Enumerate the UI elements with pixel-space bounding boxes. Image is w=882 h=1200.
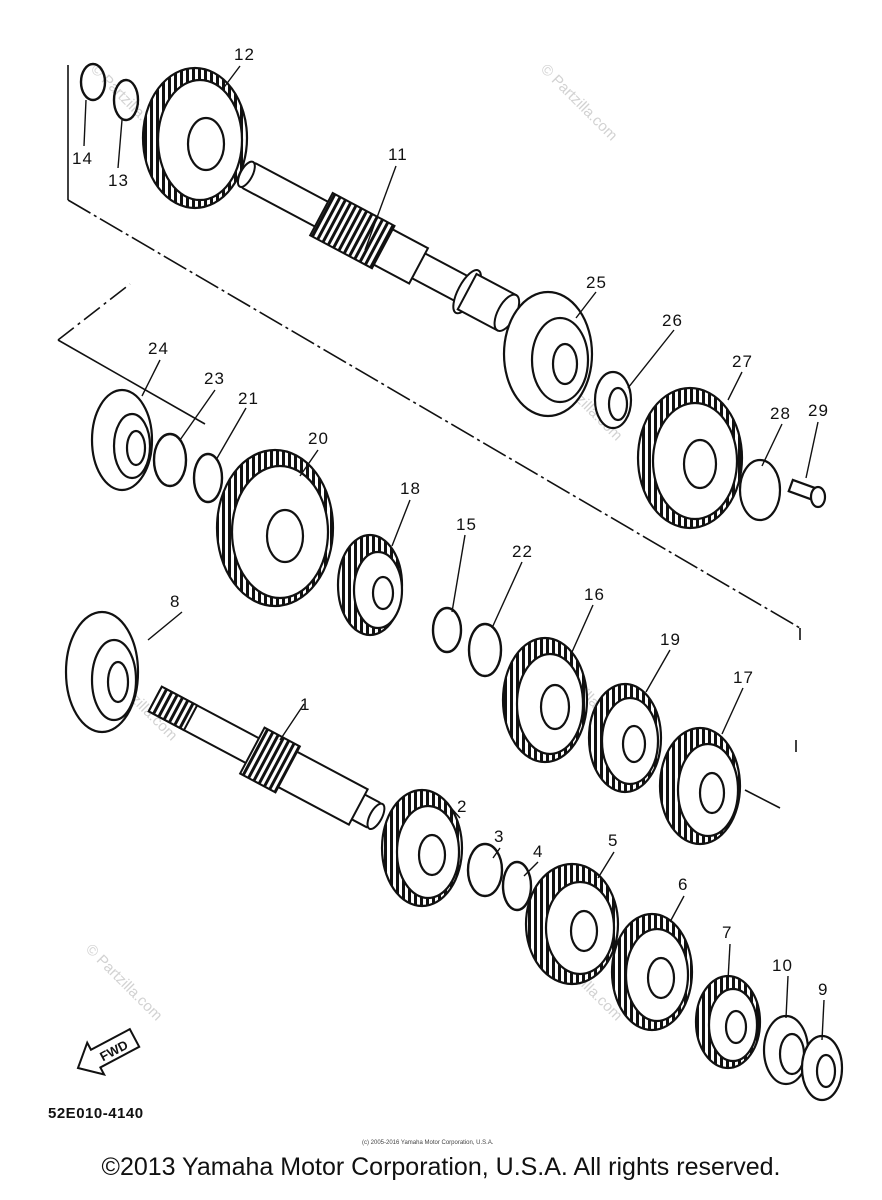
callout-4: 4 [533,842,543,861]
bearings [64,290,844,1102]
callout-15: 15 [456,515,477,534]
callout-14: 14 [72,149,93,168]
callout-26: 26 [662,311,683,330]
callout-20: 20 [308,429,329,448]
part-14-circlip [79,62,107,102]
part-18-gear [336,533,404,637]
part-28-lock-washer [738,458,782,522]
callout-10: 10 [772,956,793,975]
callout-24: 24 [148,339,169,358]
part-13-washer [112,78,140,122]
part-12-gear [141,66,249,210]
callout-5: 5 [608,831,618,850]
callout-27: 27 [732,352,753,371]
part-24-bearing [90,388,154,492]
callout-8: 8 [170,592,180,611]
washers-and-circlips [79,62,533,912]
small-copyright: (c) 2005-2016 Yamaha Motor Corporation, … [362,1140,494,1146]
main-axle [147,685,386,831]
leader-lines [83,65,825,1041]
part-23-circlip [152,432,188,488]
fwd-arrow-icon: FWD [76,1027,141,1077]
part-2-gear [380,788,464,908]
part-5-gear [524,862,620,986]
callout-2: 2 [457,797,467,816]
callout-7: 7 [722,923,732,942]
callout-1: 1 [300,695,310,714]
part-25-bearing [502,290,594,418]
part-9-seal [800,1034,844,1102]
part-code: 52E010-4140 [48,1105,144,1122]
part-16-gear [501,636,589,764]
watermark: © Partzilla.com [82,941,165,1024]
callout-18: 18 [400,479,421,498]
part-20-gear [215,448,335,608]
part-21-washer [192,452,224,504]
part-6-gear [610,912,694,1032]
part-27-sprocket [636,386,744,530]
part-10-bearing [762,1014,810,1086]
assembly-boundary-lines [57,65,801,809]
watermark: © Partzilla.com [537,61,620,144]
part-7-gear [694,974,762,1070]
callout-23: 23 [204,369,225,388]
callout-22: 22 [512,542,533,561]
gears [141,66,827,1070]
part-4-circlip [501,860,533,912]
callout-17: 17 [733,668,754,687]
part-17-gear [658,726,742,846]
callout-6: 6 [678,875,688,894]
callout-11: 11 [388,145,408,164]
part-19-gear [587,682,663,794]
callout-25: 25 [586,273,607,292]
callout-19: 19 [660,630,681,649]
part-3-washer [466,842,504,898]
copyright-footer: ©2013 Yamaha Motor Corporation, U.S.A. A… [101,1153,781,1181]
part-22-washer [467,622,503,678]
part-15-circlip [431,606,463,654]
callout-21: 21 [238,389,259,408]
callout-numbers: 1 2 3 4 5 6 7 8 9 10 11 12 13 14 15 16 1… [72,45,829,999]
callout-28: 28 [770,404,791,423]
part-29-bolt [787,478,827,509]
callout-29: 29 [808,401,829,420]
part-8-bearing [64,610,140,734]
callout-12: 12 [234,45,255,64]
countershaft [236,160,521,332]
callout-16: 16 [584,585,605,604]
part-26-oil-seal [593,370,633,430]
callout-3: 3 [494,827,504,846]
callout-13: 13 [108,171,129,190]
callout-9: 9 [818,980,828,999]
